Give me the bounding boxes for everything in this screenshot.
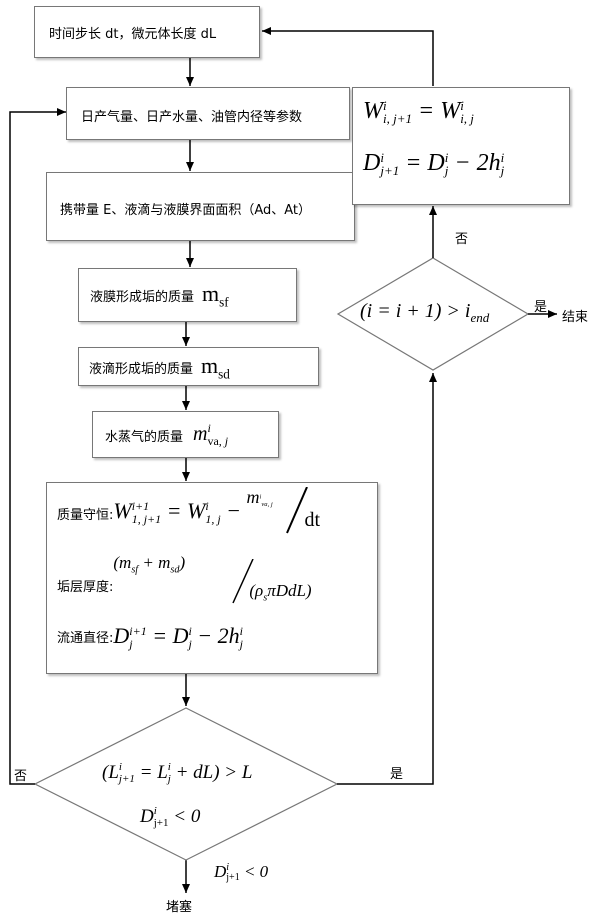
- upper-decision-text: (i = i + 1) > iend: [360, 300, 490, 325]
- scale-thickness-label: 垢层厚度:: [57, 579, 114, 595]
- arrow-yes-up: [337, 373, 437, 785]
- params-text: 日产气量、日产水量、油管内径等参数: [81, 110, 303, 125]
- film-scale-box: 液膜形成垢的质量 msf: [78, 268, 297, 322]
- label-end: 结束: [562, 310, 589, 325]
- label-no-up: 否: [455, 232, 469, 247]
- droplet-scale-row: 液滴形成垢的质量 msd: [89, 353, 230, 382]
- params-box: 日产气量、日产水量、油管内径等参数: [66, 87, 350, 140]
- decision-diamond-upper: [336, 257, 530, 371]
- film-scale-symbol: msf: [202, 281, 229, 310]
- flow-diameter-label: 流通直径:: [57, 631, 114, 647]
- entrainment-text: 携带量 E、液滴与液膜界面面积（Ad、At）: [60, 203, 312, 218]
- label-yes-right: 是: [390, 767, 404, 782]
- droplet-scale-box: 液滴形成垢的质量 msd: [78, 347, 319, 386]
- droplet-scale-text: 液滴形成垢的质量: [89, 362, 194, 378]
- label-no-left: 否: [14, 769, 28, 784]
- mass-conservation-label: 质量守恒:: [57, 507, 114, 523]
- time-step-text: 时间步长 dt，微元体长度 dL: [49, 27, 217, 42]
- film-scale-row: 液膜形成垢的质量 msf: [90, 281, 229, 310]
- decision-diamond-lower: [33, 707, 339, 861]
- arrow-loop-no: [9, 108, 66, 785]
- time-step-box: 时间步长 dt，微元体长度 dL: [34, 6, 260, 58]
- droplet-scale-symbol: msd: [201, 353, 230, 382]
- film-scale-text: 液膜形成垢的质量: [90, 290, 195, 306]
- arrow-back-top: [262, 27, 434, 86]
- label-plug: 堵塞: [166, 900, 193, 915]
- scale-thickness-formula: (msf + msd)(ρsπDdL): [113, 553, 312, 604]
- vapor-mass-text: 水蒸气的质量: [105, 429, 184, 445]
- label-yes-end: 是: [534, 300, 548, 315]
- scale-thickness-row: 垢层厚度: (msf + msd)(ρsπDdL): [57, 553, 353, 611]
- entrainment-box: 携带量 E、液滴与液膜界面面积（Ad、At）: [46, 172, 355, 241]
